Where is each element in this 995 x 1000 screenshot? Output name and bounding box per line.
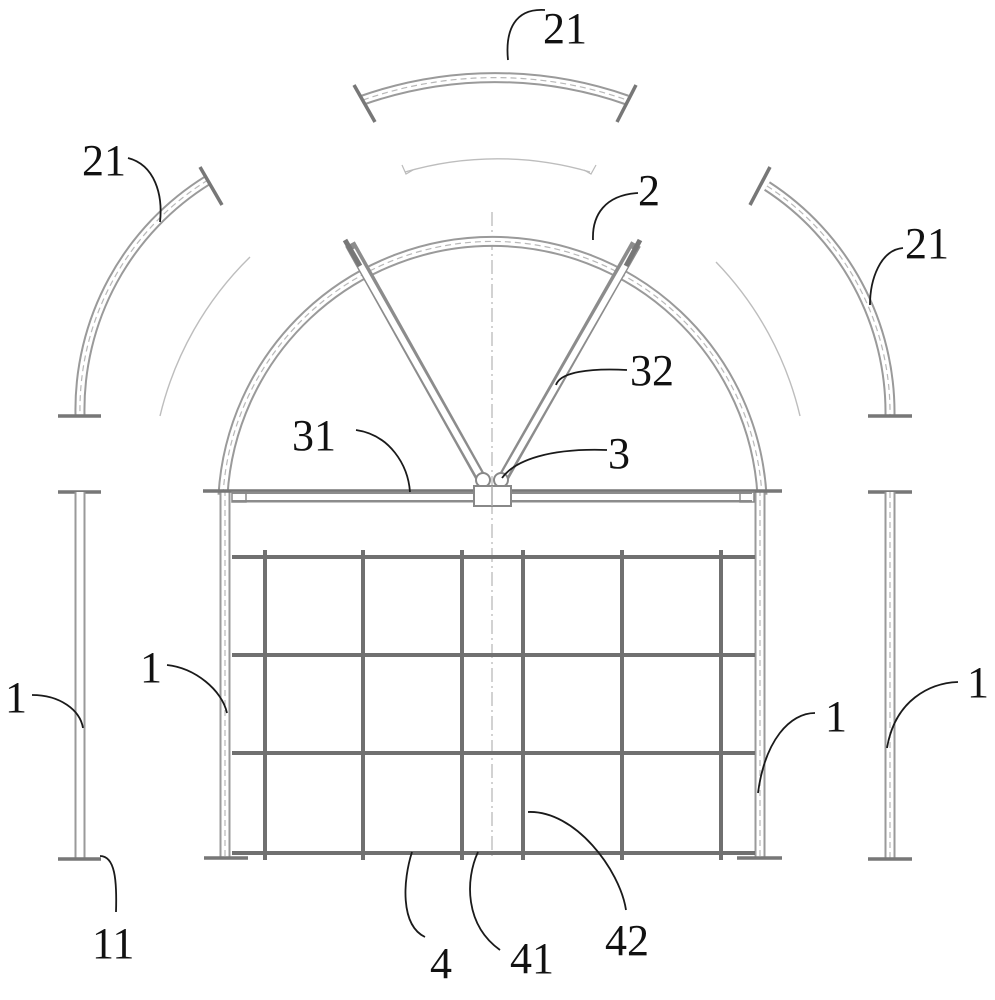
arch-crown xyxy=(217,235,768,496)
central-joint xyxy=(473,472,512,507)
detached-column-left xyxy=(58,490,101,861)
arc-segment-left xyxy=(58,166,224,418)
label-21-top: 21 xyxy=(543,4,587,53)
column-right xyxy=(737,490,782,860)
detached-column-right xyxy=(868,490,912,861)
arc-segment-right xyxy=(748,166,912,418)
arc-segment-top xyxy=(352,72,638,123)
reference-numerals: 21 21 21 2 32 31 3 1 1 1 1 11 4 41 42 xyxy=(5,4,989,988)
label-21-left: 21 xyxy=(82,136,126,185)
label-42: 42 xyxy=(605,916,649,965)
label-1-far-right: 1 xyxy=(967,658,989,707)
label-1-inner-right: 1 xyxy=(825,692,847,741)
label-41: 41 xyxy=(510,934,554,983)
leader-lines xyxy=(31,9,959,951)
label-11: 11 xyxy=(92,919,134,968)
label-1-inner-left: 1 xyxy=(140,643,162,692)
label-2: 2 xyxy=(638,166,660,215)
label-1-far-left: 1 xyxy=(5,673,27,722)
label-4: 4 xyxy=(430,939,452,988)
column-left xyxy=(204,490,248,860)
label-32: 32 xyxy=(630,346,674,395)
motion-arrows xyxy=(159,158,801,417)
diagonal-strut xyxy=(497,238,643,483)
label-31: 31 xyxy=(292,411,336,460)
diagonal-strut-left xyxy=(342,238,487,483)
label-3: 3 xyxy=(608,429,630,478)
label-21-right: 21 xyxy=(905,219,949,268)
reinforcing-mesh xyxy=(232,550,755,860)
